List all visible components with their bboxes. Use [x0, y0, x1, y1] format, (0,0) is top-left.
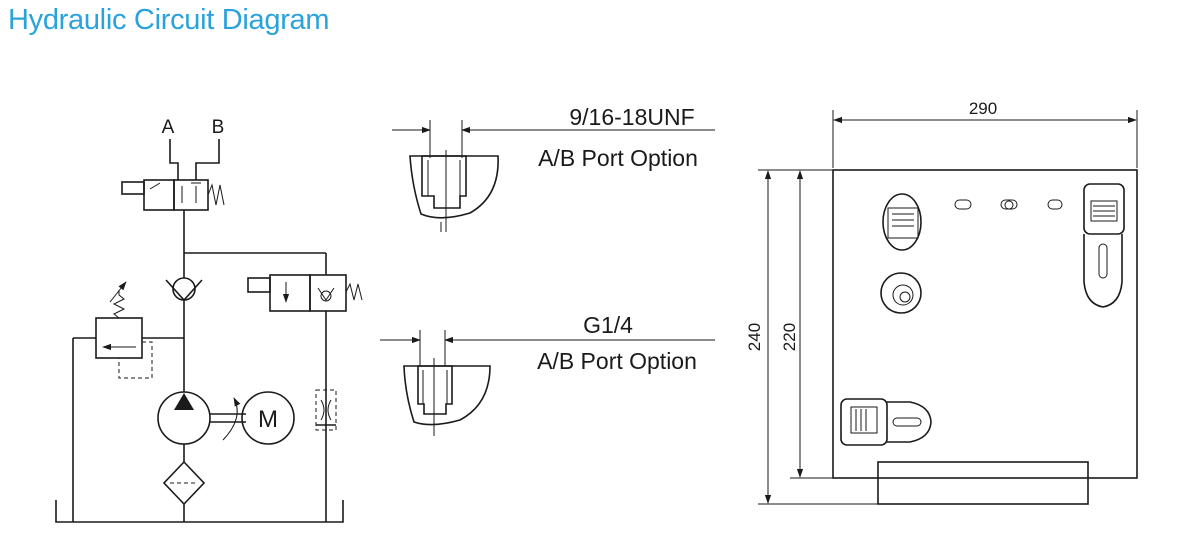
check-valve	[165, 277, 203, 302]
solenoid-valve-right	[247, 274, 363, 312]
pressure-gauge-component	[880, 272, 922, 314]
port-option-1-caption: A/B Port Option	[538, 145, 698, 171]
solenoid-coil-component	[882, 193, 922, 251]
port-a-line	[169, 139, 179, 180]
mounting-slot	[954, 199, 972, 210]
port-option-2-thread: G1/4	[583, 312, 633, 338]
solenoid-connector-vertical	[1083, 183, 1125, 308]
adjust-screw	[1000, 199, 1018, 210]
hydraulic-schematic: A B	[55, 117, 363, 523]
relief-valve	[95, 281, 153, 379]
page-title: Hydraulic Circuit Diagram	[8, 4, 330, 36]
directional-valve-top	[121, 179, 225, 211]
throttle-symbol	[315, 389, 337, 431]
dimension-width: 290	[969, 99, 997, 118]
port-option-1: 9/16-18UNF A/B Port Option	[392, 104, 715, 232]
port-a-label: A	[162, 117, 175, 138]
port-option-2: G1/4 A/B Port Option	[380, 312, 715, 436]
motor-symbol: M	[241, 391, 295, 445]
port-b-line	[195, 139, 220, 180]
solenoid-connector-horizontal	[840, 398, 932, 446]
reservoir	[55, 500, 344, 523]
unit-outline-view: 290 240 220	[745, 99, 1138, 505]
base-block	[877, 461, 1089, 505]
port-option-1-thread: 9/16-18UNF	[569, 104, 694, 130]
filter-symbol	[162, 460, 206, 506]
dimension-height-total: 240	[745, 323, 764, 351]
mounting-slot-2	[1047, 199, 1063, 210]
dimension-height-inner: 220	[780, 323, 799, 351]
manifold-plate	[832, 169, 1138, 479]
port-option-2-caption: A/B Port Option	[537, 348, 697, 374]
pump-symbol	[157, 391, 246, 445]
motor-label: M	[258, 406, 278, 433]
port-b-label: B	[212, 117, 225, 138]
